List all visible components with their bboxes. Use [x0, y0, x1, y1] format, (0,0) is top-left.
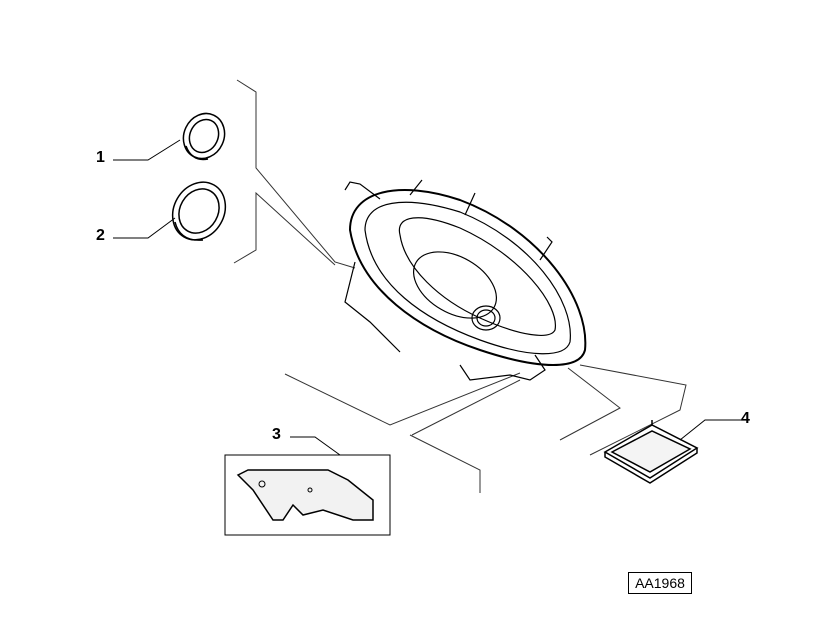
reference-code: AA1968	[628, 572, 692, 594]
part-1-cap	[182, 112, 226, 161]
part-4-control-unit	[603, 420, 699, 484]
headlamp-assembly	[344, 179, 587, 381]
guide-lines	[233, 79, 687, 493]
callout-4[interactable]: 4	[741, 410, 750, 427]
callout-3[interactable]: 3	[272, 426, 281, 443]
part-3-bracket	[224, 454, 391, 536]
part-2-cap	[171, 181, 227, 241]
callout-1[interactable]: 1	[96, 149, 105, 166]
leader-lines	[113, 139, 742, 456]
callout-2[interactable]: 2	[96, 227, 105, 244]
